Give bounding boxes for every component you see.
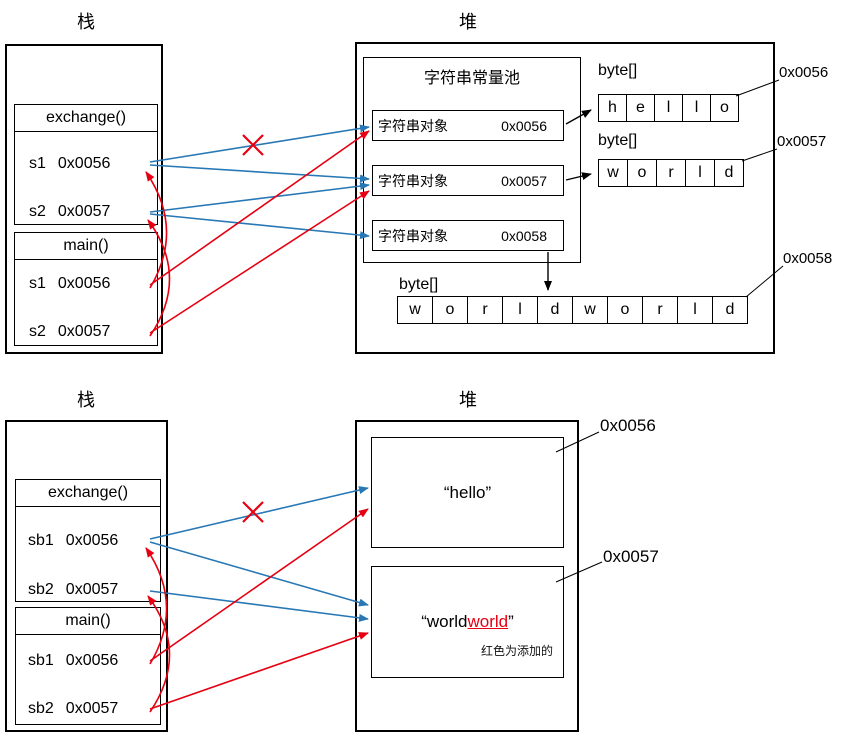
byte-cell: w: [398, 297, 433, 323]
var-name: s1: [29, 275, 46, 292]
bottom-exchange-frame: exchange() sb1 0x0056 sb2 0x0057: [15, 479, 161, 602]
string-base: “world: [421, 612, 468, 631]
frame-title: exchange(): [16, 480, 160, 507]
var-row: sb1 0x0056: [28, 530, 118, 552]
addr-callout-0x0058: 0x0058: [783, 250, 833, 267]
frame-title: main(): [15, 233, 157, 260]
var-value: 0x0056: [57, 155, 111, 172]
string-object-0x0058: 字符串对象 0x0058: [372, 220, 564, 251]
top-exchange-frame: exchange() s1 0x0056 s2 0x0057: [14, 104, 158, 225]
top-red-reference-arrows: [145, 130, 370, 337]
added-note: 红色为添加的: [480, 644, 553, 658]
byte-array-hello: h e l l o: [598, 94, 739, 122]
byte-cell: l: [683, 95, 711, 121]
var-row: sb1 0x0056: [28, 650, 118, 672]
bottom-blue-reference-arrows: [149, 486, 369, 622]
addr-callout-0x0057-bottom: 0x0057: [603, 547, 659, 566]
byte-array-worldworld: w o r l d w o r l d: [397, 296, 748, 324]
byte-cell: o: [433, 297, 468, 323]
var-name: sb1: [28, 532, 54, 549]
top-main-frame: main() s1 0x0056 s2 0x0057: [14, 232, 158, 346]
byte-cell: e: [627, 95, 655, 121]
var-name: s2: [29, 323, 46, 340]
byte-cell: d: [724, 164, 734, 181]
byte-array-type-label: byte[]: [399, 276, 439, 293]
byte-cell: w: [599, 160, 628, 186]
var-row: sb2 0x0057: [28, 579, 118, 601]
heap-object-worldworld: “worldworld” 红色为添加的: [371, 566, 564, 678]
addr-callout-0x0056-bottom: 0x0056: [600, 416, 656, 435]
byte-cell: h: [599, 95, 627, 121]
byte-array-world: w o r l d: [598, 159, 744, 187]
var-value: 0x0057: [57, 203, 111, 220]
var-name: s1: [29, 155, 46, 172]
bottom-broken-reference-x-icon: [242, 501, 264, 523]
string-object-addr: 0x0058: [501, 227, 547, 244]
byte-array-type-label: byte[]: [598, 62, 638, 79]
addr-callout-0x0056: 0x0056: [779, 64, 829, 81]
pool-title: 字符串常量池: [423, 70, 520, 87]
string-object-label: 字符串对象: [378, 117, 448, 134]
top-broken-reference-x-icon: [242, 134, 264, 156]
byte-cell: l: [686, 160, 715, 186]
string-added-part: world: [467, 612, 509, 631]
byte-cell: r: [468, 297, 503, 323]
top-stack-section-label: 栈: [77, 12, 95, 32]
string-object-label: 字符串对象: [378, 227, 448, 244]
var-row: s1 0x0056: [29, 273, 110, 295]
byte-cell: l: [678, 297, 713, 323]
frame-title: exchange(): [15, 105, 157, 132]
string-object-0x0056: 字符串对象 0x0056: [372, 110, 564, 141]
var-value: 0x0056: [65, 532, 119, 549]
addr-callout-0x0057: 0x0057: [777, 133, 827, 150]
var-row: s2 0x0057: [29, 201, 110, 223]
byte-cell: r: [643, 297, 678, 323]
var-name: s2: [29, 203, 46, 220]
byte-cell: l: [503, 297, 538, 323]
byte-cell: l: [655, 95, 683, 121]
string-value: “hello”: [443, 482, 492, 502]
top-blue-reference-arrows: [149, 124, 370, 240]
bottom-red-reference-arrows: [145, 508, 369, 713]
var-row: s1 0x0056: [29, 153, 110, 175]
string-object-addr: 0x0057: [501, 172, 547, 189]
heap-object-hello: “hello”: [371, 437, 564, 548]
byte-cell: o: [628, 160, 657, 186]
var-name: sb2: [28, 581, 54, 598]
var-value: 0x0056: [65, 652, 119, 669]
string-object-label: 字符串对象: [378, 172, 448, 189]
byte-array-type-label: byte[]: [598, 132, 638, 149]
var-row: s2 0x0057: [29, 321, 110, 343]
var-value: 0x0057: [57, 323, 111, 340]
byte-cell: o: [608, 297, 643, 323]
var-name: sb2: [28, 700, 54, 717]
var-row: sb2 0x0057: [28, 698, 118, 720]
var-value: 0x0056: [57, 275, 111, 292]
var-value: 0x0057: [65, 700, 119, 717]
var-value: 0x0057: [65, 581, 119, 598]
string-object-0x0057: 字符串对象 0x0057: [372, 165, 564, 196]
var-name: sb1: [28, 652, 54, 669]
bottom-stack-section-label: 栈: [77, 390, 95, 410]
top-heap-section-label: 堆: [459, 12, 477, 32]
string-value: “worldworld”: [421, 612, 514, 632]
string-close-quote: ”: [508, 612, 514, 631]
byte-cell: w: [573, 297, 608, 323]
frame-title: main(): [16, 608, 160, 635]
byte-cell: d: [538, 297, 573, 323]
byte-cell: d: [725, 301, 735, 318]
bottom-heap-section-label: 堆: [459, 390, 477, 410]
byte-cell: o: [720, 99, 729, 116]
byte-cell: r: [657, 160, 686, 186]
string-object-addr: 0x0056: [501, 117, 547, 134]
bottom-main-frame: main() sb1 0x0056 sb2 0x0057: [15, 607, 161, 725]
